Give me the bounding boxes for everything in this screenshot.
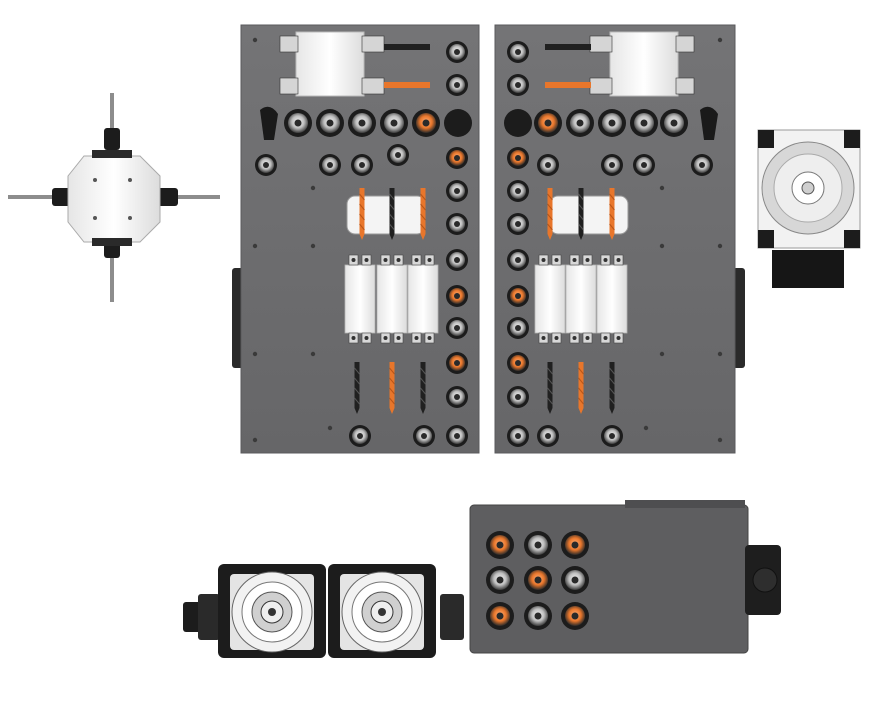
twin-spindle-unit-icon (183, 564, 464, 658)
right-tool-plate (494, 24, 745, 454)
spindle-motor-icon (757, 129, 861, 288)
left-tool-plate (232, 24, 480, 454)
multi-spindle-gear-head-icon (469, 500, 781, 654)
four-way-angle-head-icon (8, 93, 220, 302)
